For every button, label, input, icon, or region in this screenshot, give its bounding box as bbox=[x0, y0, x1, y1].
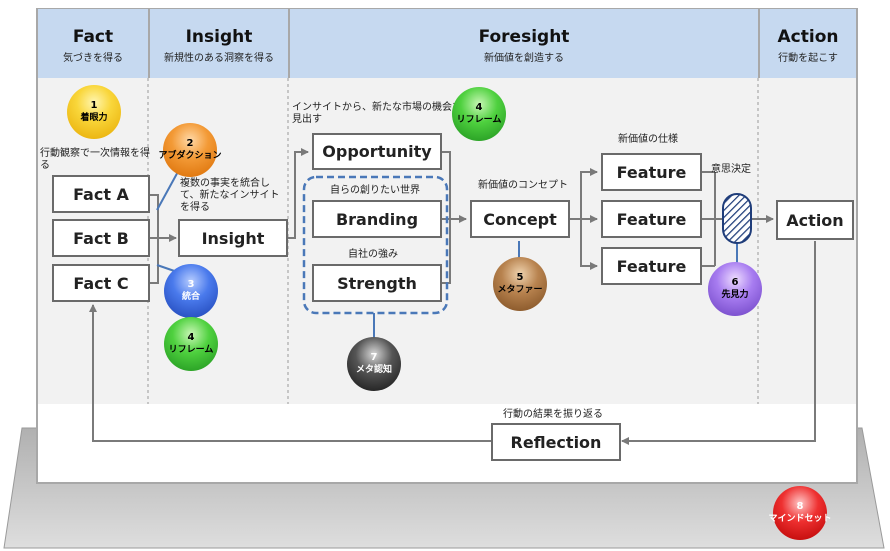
header-insight: Insight 新規性のある洞察を得る bbox=[148, 9, 288, 78]
ball-6-senkenryoku: 6 先見力 bbox=[708, 262, 762, 316]
insight-integrate-label: 複数の事実を統合して、新たなインサイトを得る bbox=[180, 178, 280, 213]
strength-box: Strength bbox=[312, 264, 442, 302]
header-subtitle: 新規性のある洞察を得る bbox=[164, 53, 274, 64]
ball-label: 着眼力 bbox=[80, 113, 108, 123]
concept-note-label: 新価値のコンセプト bbox=[478, 180, 568, 191]
strength-note-label: 自社の強み bbox=[348, 249, 398, 260]
decision-note-label: 意思決定 bbox=[711, 164, 751, 175]
ball-4-reframe-insight: 4 リフレーム bbox=[164, 317, 218, 371]
connector-factc bbox=[149, 238, 159, 284]
ball-number: 7 bbox=[370, 352, 378, 363]
connector-insight-opportunity bbox=[287, 148, 309, 239]
ball-3-tougou: 3 統合 bbox=[164, 264, 218, 318]
header-title: Action bbox=[777, 27, 839, 47]
fact-c-box: Fact C bbox=[52, 264, 150, 302]
ball-1-chakuganryoku: 1 着眼力 bbox=[67, 85, 121, 139]
concept-box: Concept bbox=[470, 200, 570, 238]
header-subtitle: 新価値を創造する bbox=[484, 53, 564, 64]
connector-action-reflection bbox=[621, 241, 816, 445]
ball-number: 4 bbox=[475, 102, 483, 113]
ball-number: 3 bbox=[187, 279, 195, 290]
fact-a-box: Fact A bbox=[52, 175, 150, 213]
ball-label: リフレーム bbox=[456, 115, 502, 125]
fact-b-box: Fact B bbox=[52, 219, 150, 257]
insight-box: Insight bbox=[178, 219, 288, 257]
ball-4-reframe-foresight: 4 リフレーム bbox=[452, 87, 506, 141]
ball-7-meta-ninchi: 7 メタ認知 bbox=[347, 337, 401, 391]
opportunity-note-label: インサイトから、新たな市場の機会を見出す bbox=[292, 102, 462, 125]
header-title: Insight bbox=[185, 27, 253, 47]
feature-box-3: Feature bbox=[601, 247, 702, 285]
ball-label: マインドセット bbox=[768, 514, 832, 524]
ball-label: アブダクション bbox=[158, 151, 222, 161]
feature-note-label: 新価値の仕様 bbox=[618, 134, 678, 145]
reflection-box: Reflection bbox=[491, 423, 621, 461]
branding-box: Branding bbox=[312, 200, 442, 238]
feature-box-1: Feature bbox=[601, 153, 702, 191]
ball-label: メタ認知 bbox=[355, 365, 392, 375]
ball-5-metaphor: 5 メタファー bbox=[493, 257, 547, 311]
feature-box-2: Feature bbox=[601, 200, 702, 238]
connector-opportunity bbox=[441, 151, 451, 284]
reflection-note-label: 行動の結果を振り返る bbox=[503, 409, 603, 420]
ball-number: 2 bbox=[186, 138, 194, 149]
ball-number: 4 bbox=[187, 332, 195, 343]
header-subtitle: 行動を起こす bbox=[778, 53, 838, 64]
ball-number: 8 bbox=[796, 501, 804, 512]
header-title: Foresight bbox=[478, 27, 570, 47]
opportunity-box: Opportunity bbox=[312, 133, 442, 170]
ball-label: 先見力 bbox=[721, 290, 749, 300]
connector-to-feature1 bbox=[580, 168, 598, 219]
header-action: Action 行動を起こす bbox=[758, 9, 856, 78]
ball-number: 5 bbox=[516, 272, 524, 283]
connector-to-feature3 bbox=[580, 219, 598, 270]
ball-number: 6 bbox=[731, 277, 739, 288]
ball-label: リフレーム bbox=[168, 345, 214, 355]
header-subtitle: 気づきを得る bbox=[63, 53, 123, 64]
decision-capsule bbox=[722, 193, 752, 244]
ball-8-mindset: 8 マインドセット bbox=[769, 486, 832, 540]
ball-label: 統合 bbox=[181, 292, 200, 302]
fact-observation-label: 行動観察で一次情報を得る bbox=[40, 148, 150, 171]
branding-note-label: 自らの創りたい世界 bbox=[330, 185, 420, 196]
header-fact: Fact 気づきを得る bbox=[38, 9, 148, 78]
ball-number: 1 bbox=[90, 100, 98, 111]
header-title: Fact bbox=[72, 27, 114, 47]
connector-reflection-fact bbox=[89, 304, 491, 442]
ball-label: メタファー bbox=[497, 285, 543, 295]
reflection-band bbox=[38, 404, 856, 482]
connector-facta bbox=[149, 194, 159, 238]
own-world-group bbox=[302, 175, 449, 315]
header-foresight: Foresight 新価値を創造する bbox=[288, 9, 758, 78]
action-box: Action bbox=[776, 200, 854, 240]
ball-2-abduction: 2 アブダクション bbox=[159, 123, 222, 177]
